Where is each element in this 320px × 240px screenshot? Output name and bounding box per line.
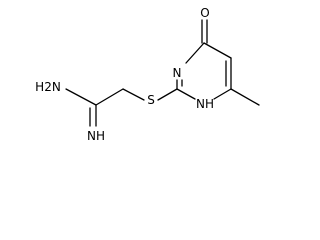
bond-c2-s — [157, 88, 178, 101]
molecule-structure-diagram: O N NH S H2N NH — [35, 6, 260, 143]
bond-n1-c2 — [176, 88, 196, 100]
bond-ch2-amidine-c — [95, 88, 124, 106]
oxygen-label: O — [200, 6, 209, 20]
imine-label: NH — [87, 129, 105, 143]
bond-c4-c5 — [203, 42, 232, 59]
bond-s-ch2 — [122, 88, 145, 101]
bond-amidine-c-nh2 — [65, 88, 97, 106]
amine-label: H2N — [35, 80, 61, 94]
bond-c6-n1 — [213, 88, 232, 100]
sulfur-label: S — [147, 93, 155, 107]
ring-nh-label: NH — [196, 97, 214, 111]
bond-c6-methyl — [230, 88, 260, 106]
bond-n3-c4 — [185, 42, 205, 64]
ring-nitrogen-label: N — [173, 66, 182, 80]
